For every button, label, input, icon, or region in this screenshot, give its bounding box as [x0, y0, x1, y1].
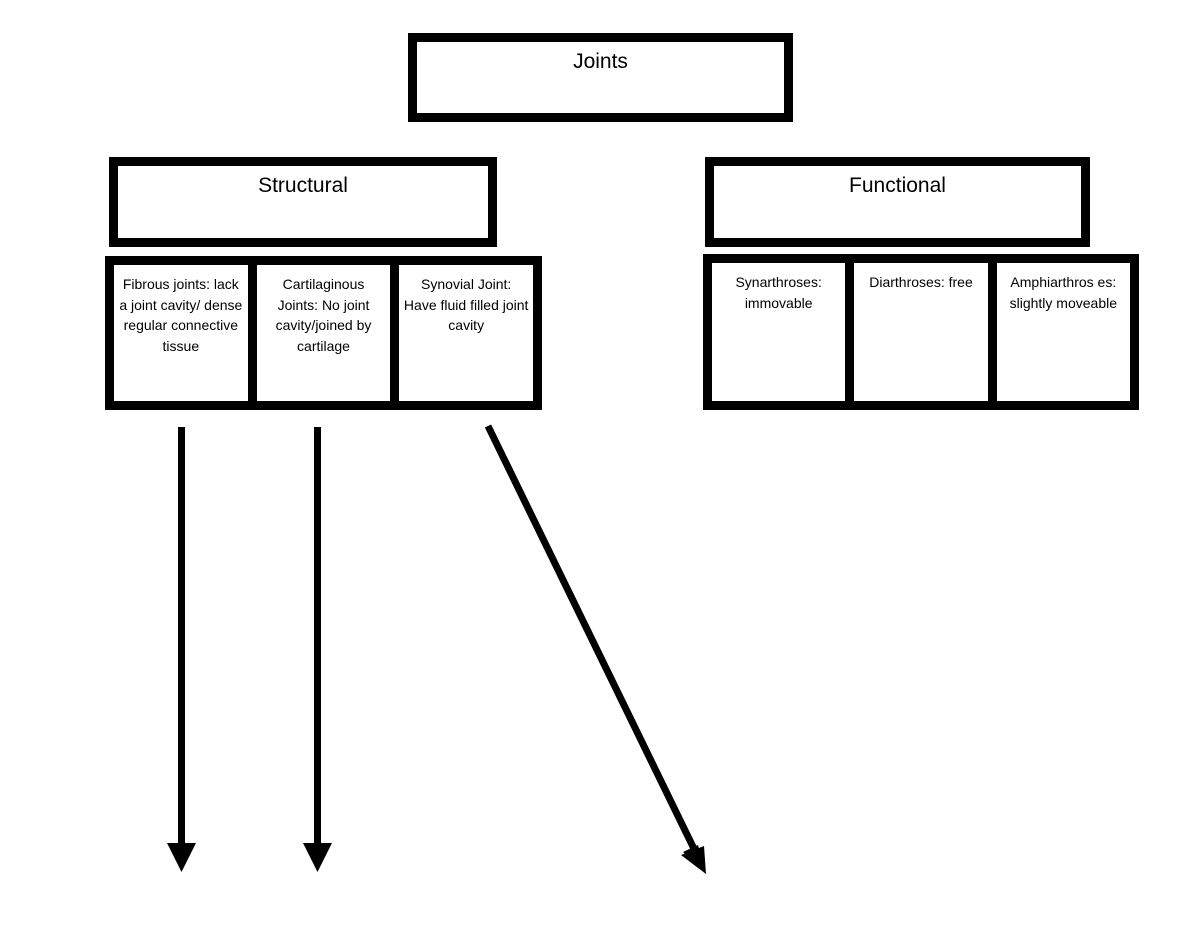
node-joints[interactable]: Joints	[408, 33, 793, 122]
node-synarthroses[interactable]: Synarthroses: immovable	[712, 263, 846, 401]
structural-children-group: Fibrous joints: lack a joint cavity/ den…	[105, 256, 542, 410]
node-functional-label: Functional	[849, 174, 946, 197]
arrow-cartilaginous	[303, 427, 332, 872]
node-diarthroses[interactable]: Diarthroses: free	[854, 263, 988, 401]
node-structural[interactable]: Structural	[109, 157, 497, 247]
node-amphiarthroses[interactable]: Amphiarthros es: slightly moveable	[996, 263, 1130, 401]
arrow-synovial	[484, 424, 706, 874]
node-structural-label: Structural	[258, 174, 348, 197]
node-synovial-joint[interactable]: Synovial Joint: Have fluid filled joint …	[399, 265, 534, 401]
arrow-fibrous	[167, 427, 196, 872]
node-fibrous-joints[interactable]: Fibrous joints: lack a joint cavity/ den…	[114, 265, 248, 401]
functional-children-group: Synarthroses: immovable Diarthroses: fre…	[703, 254, 1139, 410]
node-functional[interactable]: Functional	[705, 157, 1090, 247]
node-joints-label: Joints	[573, 50, 628, 73]
node-cartilaginous-joints[interactable]: Cartilaginous Joints: No joint cavity/jo…	[256, 265, 391, 401]
